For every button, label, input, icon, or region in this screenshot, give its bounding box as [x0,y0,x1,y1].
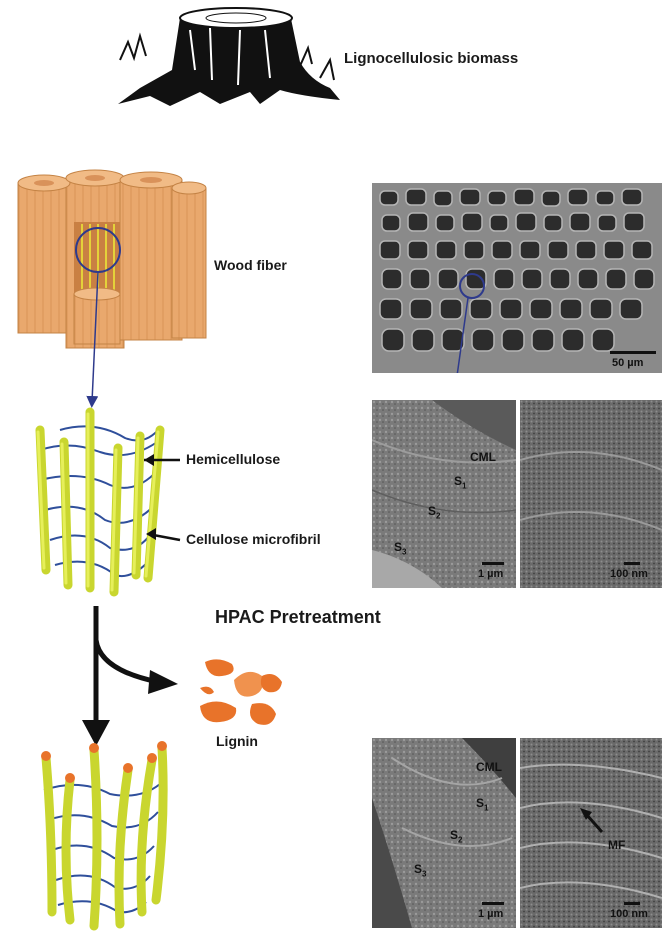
wood-fiber-label: Wood fiber [214,257,287,273]
sem-surface-treated: MF 100 nm [520,738,662,928]
scale-bar [482,902,504,905]
mf-label: MF [608,838,626,852]
biomass-label: Lignocellulosic biomass [344,50,519,67]
hemicellulose-label: Hemicellulose [186,451,281,467]
s3-label: S3 [394,540,407,557]
scale-label: 100 nm [610,908,648,920]
wood-fiber-bundle [17,169,207,408]
scale-label: 50 µm [612,357,644,369]
s1-label: S1 [476,796,489,813]
scale-label: 100 nm [610,568,648,580]
scale-label: 1 µm [478,908,504,920]
lignin-particles [200,659,282,725]
s2-label: S2 [450,828,463,845]
cellulose-fibril-bundle [35,407,165,597]
scale-bar [482,562,504,565]
cml-label: CML [470,450,496,464]
sem-cell-wall-treated: CML S1 S2 S3 1 µm [372,738,516,928]
sem-cross-section: 50 µm [372,183,662,373]
sem-cell-wall-native: CML S1 S2 S3 1 µm [372,400,516,588]
cellulose-microfibril-label: Cellulose microfibril [186,531,321,547]
pretreatment-label: HPAC Pretreatment [215,607,381,627]
s2-label: S2 [428,504,441,521]
scale-bar [624,902,640,905]
scale-bar [624,562,640,565]
s1-label: S1 [454,474,467,491]
treated-fibril-bundle [41,741,168,931]
s3-label: S3 [414,862,427,879]
cml-label: CML [476,760,502,774]
scale-bar [610,351,656,354]
scale-label: 1 µm [478,568,504,580]
process-arrow [82,606,178,746]
tree-stump-illustration [118,7,340,106]
lignin-label: Lignin [216,733,258,749]
sem-surface-native: 100 nm [520,400,662,588]
